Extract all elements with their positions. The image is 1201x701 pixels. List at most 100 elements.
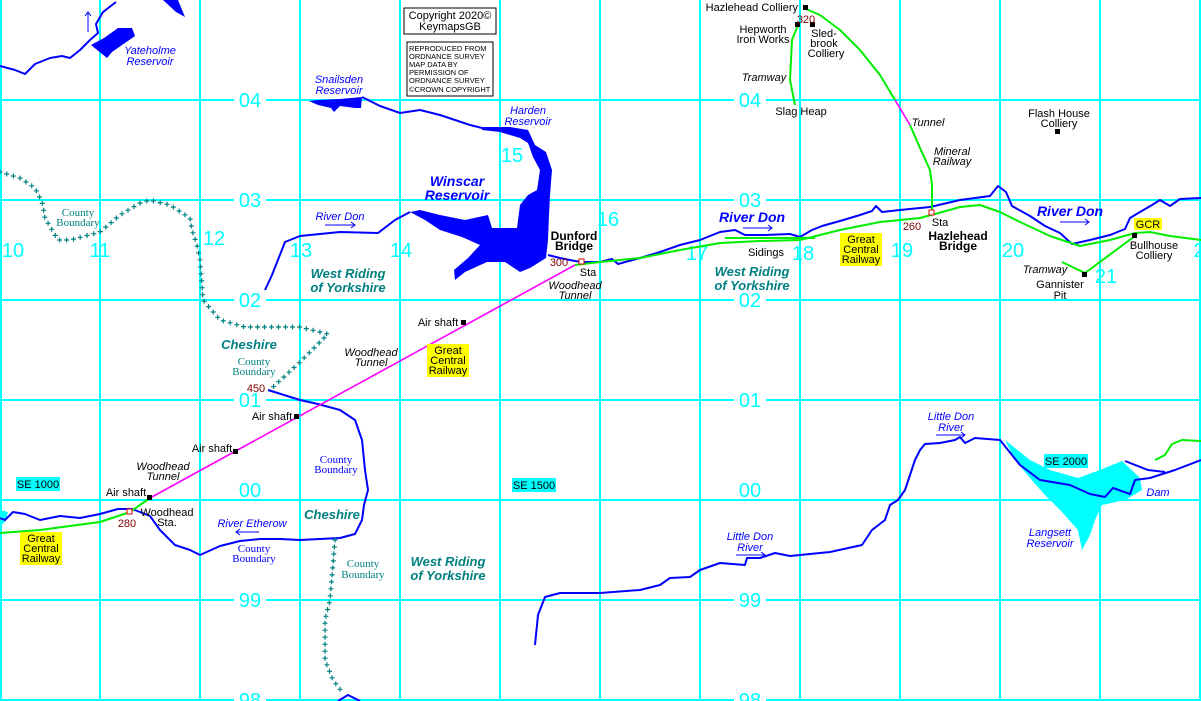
county-boundary-cross-icon <box>220 318 226 324</box>
county-boundary-cross-icon <box>17 175 23 181</box>
mineral-railway-north <box>805 8 896 101</box>
easting-label: 20 <box>1002 240 1024 262</box>
winscar-reservoir <box>410 127 552 280</box>
air-shaft-marker <box>294 414 299 419</box>
county-boundary-cross-icon <box>301 355 307 361</box>
station-marker <box>126 508 133 515</box>
copyright-line: KeymapsGB <box>419 21 481 33</box>
colliery-marker <box>1055 129 1060 134</box>
air-shaft-label: Air shaft <box>106 487 146 499</box>
tunnel-label: Tunnel <box>912 117 945 129</box>
county-boundary-cross-icon <box>197 257 203 263</box>
station-label: Sta <box>932 217 949 229</box>
langsett-dam <box>1124 460 1166 473</box>
northing-label: 98 <box>239 690 261 701</box>
county-boundary-cross-icon <box>327 593 333 599</box>
station-marker <box>578 258 585 265</box>
county-boundary-cross-icon <box>227 320 233 326</box>
county-boundary-cross-icon <box>215 314 221 320</box>
os-notice-line: ©CROWN COPYRIGHT <box>409 85 491 94</box>
easting-label: 12 <box>203 228 225 250</box>
county-boundary-cross-icon <box>337 686 343 692</box>
county-boundary-cross-icon <box>64 237 70 243</box>
county-boundary-cross-icon <box>199 285 205 291</box>
county-boundary-cross-icon <box>206 304 212 310</box>
northing-label: 99 <box>739 590 761 612</box>
county-boundary-cross-icon <box>326 600 332 606</box>
railways <box>0 8 1201 534</box>
great-central-railway-east <box>574 204 1201 266</box>
county-boundary-cross-icon <box>296 360 302 366</box>
county-boundary-cross-icon <box>330 558 336 564</box>
air-shaft-label: Air shaft <box>252 411 292 423</box>
county-boundary-cross-icon <box>39 200 45 206</box>
county-boundary-cross-icon <box>49 226 55 232</box>
sidings-label: Sidings <box>748 247 785 259</box>
county-boundary-cross-icon <box>322 641 328 647</box>
os-notice-line: MAP DATA BY <box>409 60 458 69</box>
county-boundary-cross-icon <box>192 236 198 242</box>
county-boundary-cross-icon <box>332 537 338 543</box>
county-boundary-cross-icon <box>322 648 328 654</box>
flow-arrow-icon <box>1060 218 1090 226</box>
os-notice-line: REPRODUCED FROM <box>409 44 487 53</box>
county-boundary-cross-icon <box>271 384 277 389</box>
county-boundary-cross-icon <box>330 565 336 571</box>
county-boundary-cross-icon <box>328 586 334 592</box>
county-boundary-cross-icon <box>194 243 200 249</box>
flow-arrow-icon <box>84 11 92 32</box>
hepworth-tramway <box>789 24 799 106</box>
snailsden-reservoir <box>309 97 362 112</box>
county-boundary-cross-icon <box>306 350 312 356</box>
river-etherow-label: River Etherow <box>217 518 287 530</box>
northing-label: 04 <box>739 90 761 112</box>
height-label: 450 <box>247 383 265 395</box>
county-boundary-cross-icon <box>176 208 182 214</box>
grid-ref-se2000: SE 2000 <box>1045 456 1087 468</box>
county-boundary-cross-icon <box>324 662 330 668</box>
grid-reference-boxes: SE 1000 SE 1500 SE 2000 <box>16 454 1088 492</box>
height-label: 280 <box>118 518 136 530</box>
point-markers <box>126 5 1137 515</box>
air-shaft-label: Air shaft <box>192 443 232 455</box>
station-marker <box>928 209 935 216</box>
northing-label: 03 <box>739 190 761 212</box>
county-boundary-cross-icon <box>248 324 253 330</box>
county-boundary-cross-icon <box>311 345 317 351</box>
county-boundary-cross-icon <box>10 173 16 179</box>
county-boundary-cross-icon <box>290 324 295 330</box>
langsett-reservoir <box>1005 440 1142 550</box>
county-boundary-cross-icon <box>331 544 337 550</box>
county-boundary-cross-icon <box>190 230 196 236</box>
county-boundary-cross-icon <box>317 329 323 335</box>
county-boundary-cross-icon <box>33 188 39 194</box>
county-boundary-cross-icon <box>324 331 330 337</box>
county-boundary-cross-icon <box>108 220 114 226</box>
easting-label: 10 <box>2 240 24 262</box>
northing-label: 00 <box>239 480 261 502</box>
copyright-box: Copyright 2020© KeymapsGB REPRODUCED FRO… <box>403 7 497 97</box>
county-boundary-cross-icon <box>52 232 58 238</box>
yateholme-stream <box>0 1 117 75</box>
easting-labels: 10 11 12 13 14 15 16 17 18 19 20 21 2 <box>2 145 1201 288</box>
river-etherow <box>0 389 369 556</box>
